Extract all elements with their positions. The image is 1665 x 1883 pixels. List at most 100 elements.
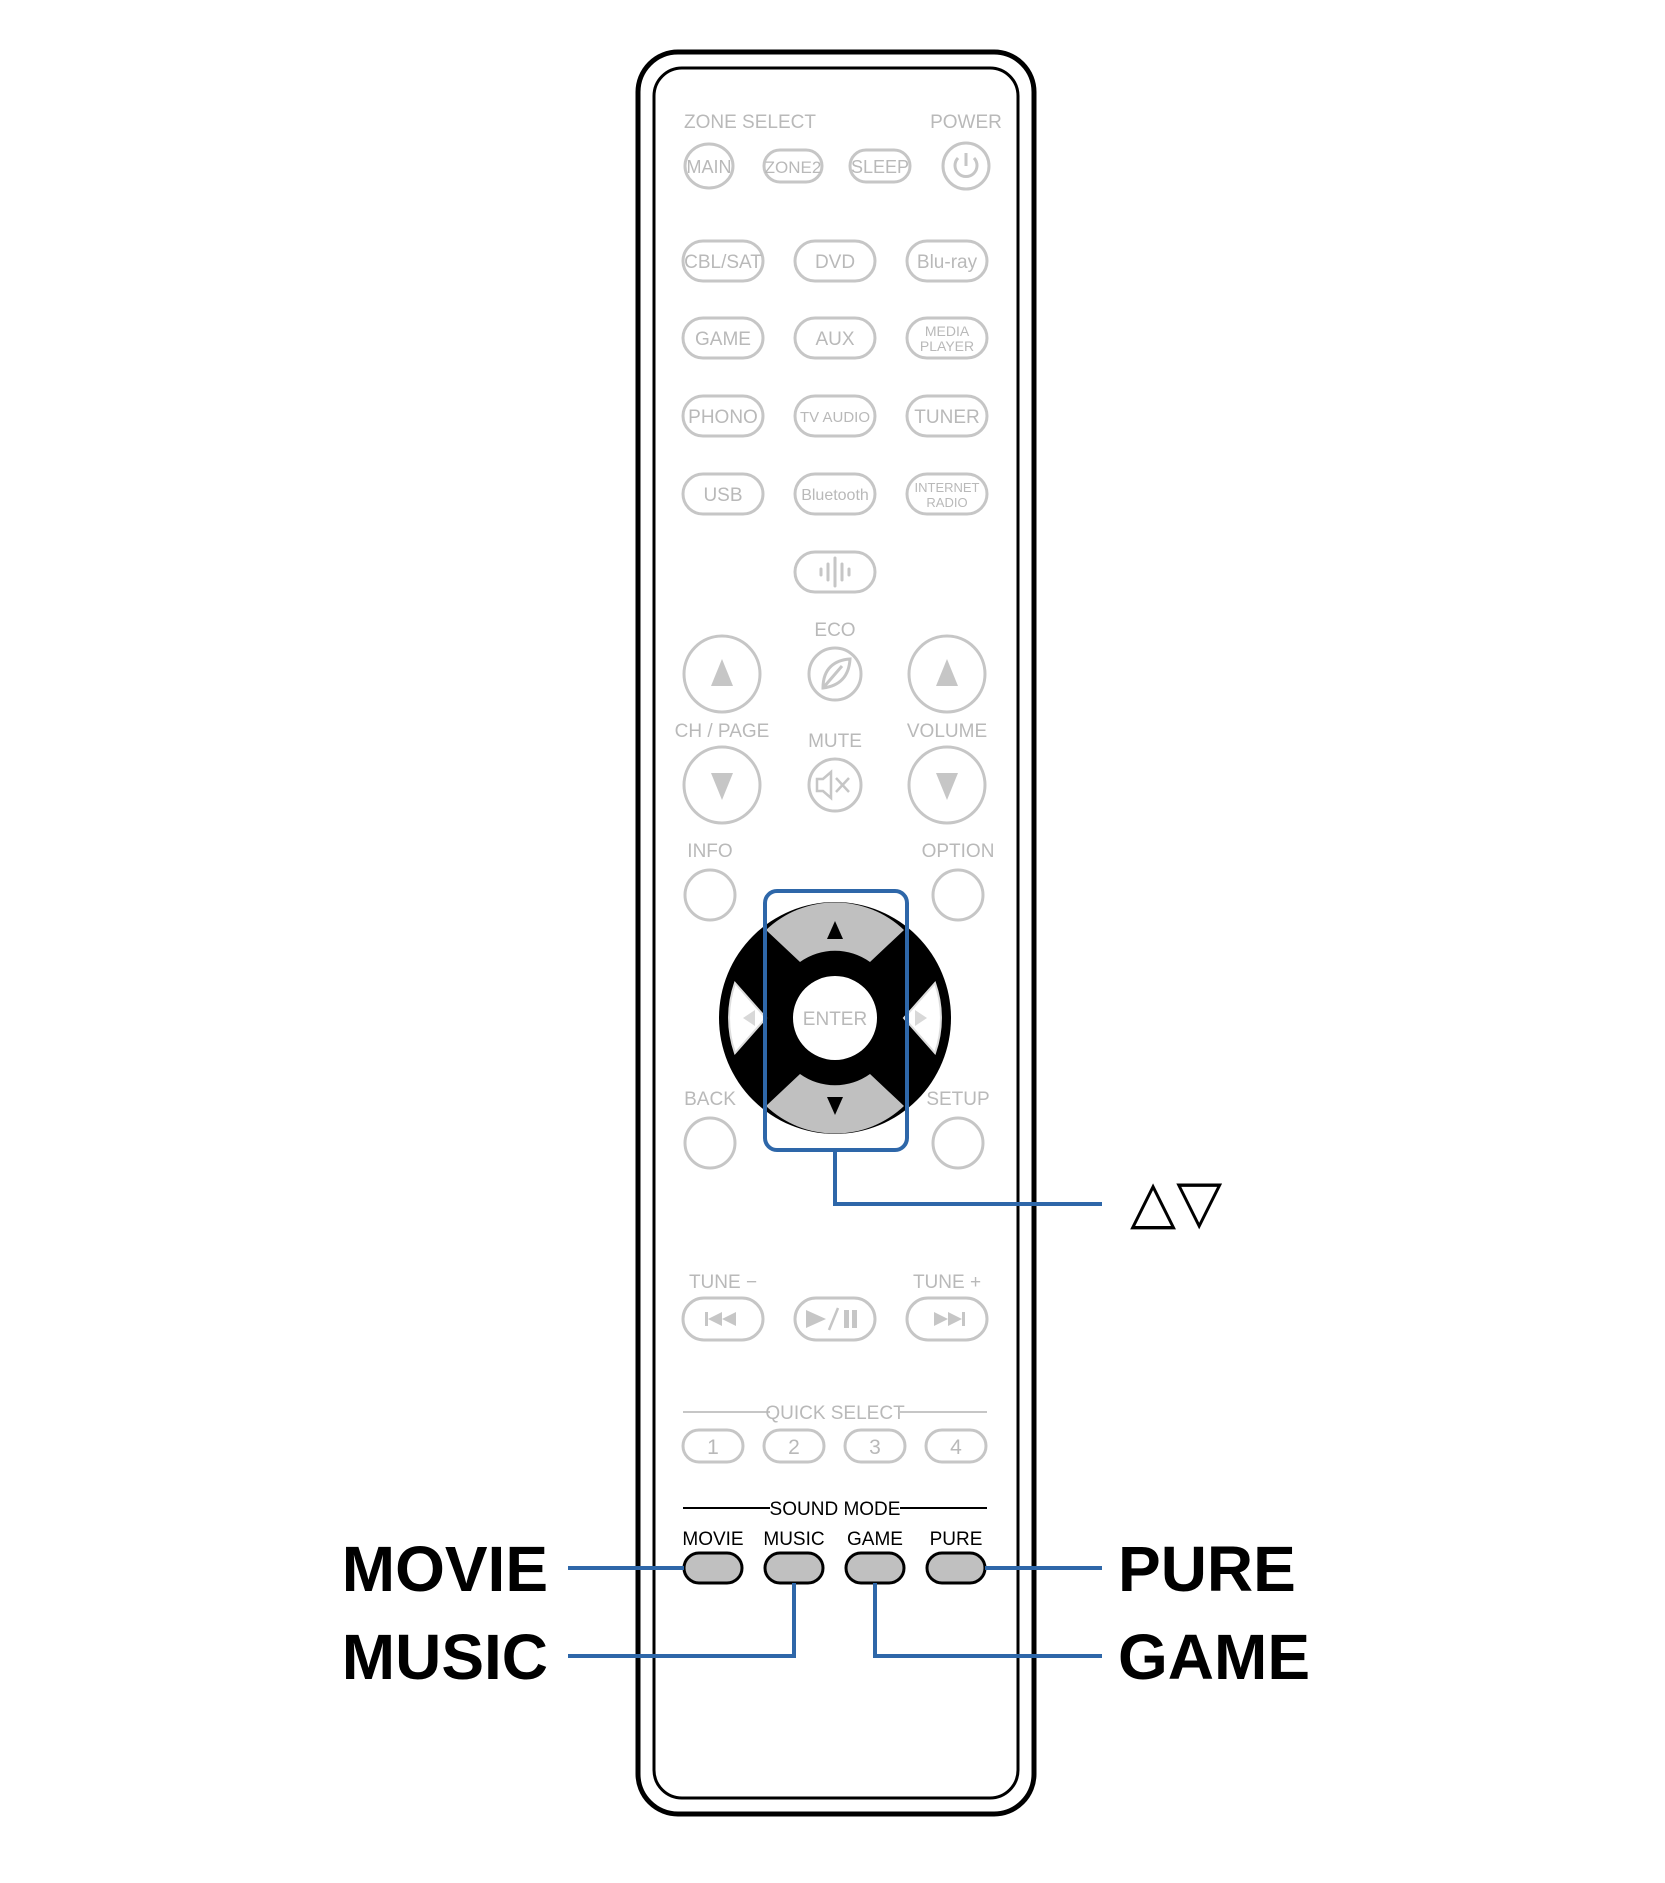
- movie-button[interactable]: [682, 1551, 744, 1585]
- power-label: POWER: [930, 112, 1002, 133]
- down-arrow-icon: [827, 1097, 843, 1115]
- tv-audio-label: TV AUDIO: [800, 409, 870, 426]
- quick-select-2-button[interactable]: 2: [762, 1428, 826, 1464]
- speaker-mute-icon: [815, 769, 850, 801]
- media-player-label-1: MEDIA: [925, 323, 970, 339]
- enter-button[interactable]: ENTER: [793, 976, 877, 1060]
- cbl-sat-button[interactable]: CBL/SAT: [681, 239, 765, 283]
- heos-button[interactable]: [793, 550, 877, 594]
- bluetooth-label: Bluetooth: [801, 487, 869, 504]
- pure-button-label: PURE: [930, 1529, 983, 1550]
- up-down-callout: △▽: [1130, 1168, 1222, 1235]
- right-arrow-faded-icon: [902, 981, 942, 1055]
- tv-audio-button[interactable]: TV AUDIO: [793, 394, 877, 438]
- next-button[interactable]: [905, 1296, 989, 1342]
- media-player-button[interactable]: MEDIA PLAYER: [905, 316, 989, 360]
- game-callout: GAME: [1118, 1621, 1310, 1693]
- cursor-up-button[interactable]: [766, 902, 904, 962]
- eco-button[interactable]: [807, 646, 863, 702]
- info-label: INFO: [687, 841, 732, 862]
- aux-label: AUX: [815, 329, 854, 350]
- game-leader-line: [873, 1583, 1102, 1658]
- tune-plus-label: TUNE +: [913, 1272, 981, 1293]
- remote-inner-outline: [652, 66, 1020, 1800]
- leaf-icon: [821, 657, 852, 690]
- volume-down-button[interactable]: [907, 745, 987, 825]
- ch-page-label: CH / PAGE: [675, 721, 770, 742]
- quick-select-4-label: 4: [950, 1436, 962, 1459]
- game-button[interactable]: [844, 1551, 906, 1585]
- usb-button[interactable]: USB: [681, 472, 765, 516]
- power-icon: [953, 153, 979, 178]
- previous-button[interactable]: [681, 1296, 765, 1342]
- dvd-button[interactable]: DVD: [793, 239, 877, 283]
- dvd-label: DVD: [815, 252, 855, 273]
- setup-button[interactable]: [931, 1116, 985, 1170]
- heos-icon: [819, 556, 851, 588]
- main-button[interactable]: MAIN: [683, 142, 735, 190]
- play-pause-icon: [806, 1307, 857, 1331]
- tune-minus-label: TUNE −: [689, 1272, 757, 1293]
- internet-radio-button[interactable]: INTERNET RADIO: [905, 472, 989, 516]
- phono-button[interactable]: PHONO: [681, 394, 765, 438]
- game-input-button[interactable]: GAME: [681, 316, 765, 360]
- volume-label: VOLUME: [907, 721, 987, 742]
- setup-label: SETUP: [926, 1089, 989, 1110]
- back-label: BACK: [684, 1089, 736, 1110]
- left-arrow-faded-icon: [728, 981, 768, 1055]
- bluetooth-button[interactable]: Bluetooth: [793, 472, 877, 516]
- pure-callout: PURE: [1118, 1533, 1296, 1605]
- up-arrow-icon: [827, 921, 843, 939]
- skip-back-icon: [705, 1312, 736, 1326]
- game-button-label: GAME: [847, 1529, 903, 1550]
- quick-select-3-button[interactable]: 3: [843, 1428, 907, 1464]
- music-button[interactable]: [763, 1551, 825, 1585]
- sleep-button[interactable]: SLEEP: [848, 148, 912, 184]
- bluray-button[interactable]: Blu-ray: [905, 239, 989, 283]
- music-button-label: MUSIC: [763, 1529, 824, 1550]
- quick-select-1-label: 1: [707, 1436, 719, 1459]
- quick-select-4-button[interactable]: 4: [924, 1428, 988, 1464]
- option-label: OPTION: [922, 841, 995, 862]
- music-callout: MUSIC: [342, 1621, 548, 1693]
- quick-select-1-button[interactable]: 1: [681, 1428, 745, 1464]
- ch-up-icon: [711, 659, 733, 686]
- quick-select-2-label: 2: [788, 1436, 800, 1459]
- volume-up-button[interactable]: [907, 634, 987, 714]
- mute-label: MUTE: [808, 731, 862, 752]
- zone-select-label: ZONE SELECT: [684, 112, 816, 133]
- main-button-label: MAIN: [687, 157, 732, 177]
- quick-select-label: QUICK SELECT: [765, 1403, 905, 1424]
- pure-button[interactable]: [925, 1551, 987, 1585]
- mute-button[interactable]: [807, 757, 863, 813]
- play-pause-button[interactable]: [793, 1296, 877, 1342]
- up-down-leader-line: [833, 1150, 1102, 1206]
- aux-button[interactable]: AUX: [793, 316, 877, 360]
- tuner-button[interactable]: TUNER: [905, 394, 989, 438]
- internet-radio-label-2: RADIO: [926, 495, 967, 510]
- ch-page-down-button[interactable]: [682, 745, 762, 825]
- cursor-pad: ENTER: [719, 902, 951, 1134]
- ch-page-up-button[interactable]: [682, 634, 762, 714]
- ch-down-icon: [711, 773, 733, 800]
- movie-button-label: MOVIE: [682, 1529, 743, 1550]
- info-button[interactable]: [683, 868, 737, 922]
- tuner-label: TUNER: [914, 407, 979, 428]
- internet-radio-label-1: INTERNET: [915, 480, 980, 495]
- cursor-down-button[interactable]: [766, 1074, 904, 1134]
- volume-down-icon: [936, 773, 958, 800]
- media-player-label-2: PLAYER: [920, 338, 974, 354]
- skip-forward-icon: [934, 1312, 965, 1326]
- sleep-button-label: SLEEP: [851, 157, 909, 177]
- phono-label: PHONO: [688, 407, 758, 428]
- back-button[interactable]: [683, 1116, 737, 1170]
- enter-label: ENTER: [803, 1009, 867, 1030]
- sound-mode-label: SOUND MODE: [770, 1499, 901, 1520]
- eco-label: ECO: [814, 620, 855, 641]
- bluray-label: Blu-ray: [917, 252, 978, 273]
- zone2-button-label: ZONE2: [765, 158, 822, 177]
- option-button[interactable]: [931, 868, 985, 922]
- zone2-button[interactable]: ZONE2: [762, 148, 824, 184]
- power-button[interactable]: [941, 141, 991, 191]
